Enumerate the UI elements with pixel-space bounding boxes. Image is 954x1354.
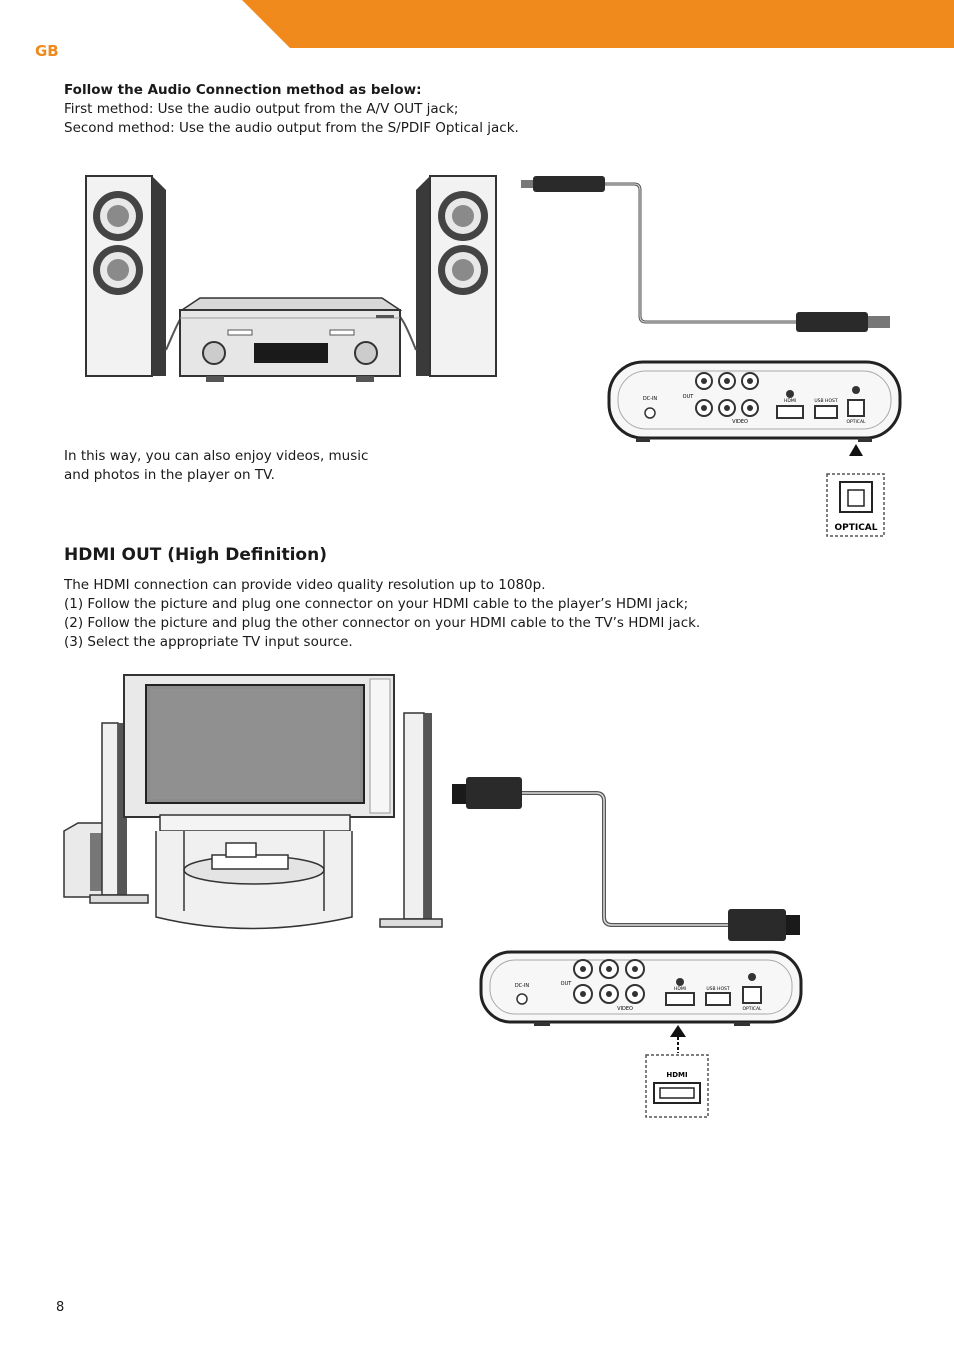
tv-stand	[155, 814, 353, 930]
hdmi-line-3: (3) Select the appropriate TV input sour…	[64, 634, 353, 650]
audio-connection-diagram: DC-IN OUT VIDEO HDMI USB HOST OPTICAL OP…	[85, 175, 902, 537]
player2-hdmi-label: HDMI	[674, 986, 686, 992]
optical-callout: OPTICAL	[826, 473, 885, 537]
optical-callout-label: OPTICAL	[834, 523, 877, 533]
player-out-label: OUT	[683, 394, 695, 400]
media-player-back: DC-IN OUT VIDEO HDMI USB HOST OPTICAL	[607, 360, 902, 442]
optical-cable	[521, 176, 890, 332]
audio-method-1: First method: Use the audio output from …	[64, 101, 459, 117]
player2-dc-in-label: DC-IN	[515, 983, 530, 989]
banner-shape	[242, 0, 954, 48]
television	[123, 674, 395, 818]
left-tower-speaker	[89, 722, 149, 904]
right-tower-speaker	[379, 712, 443, 928]
hdmi-callout-label: HDMI	[666, 1071, 687, 1079]
player2-optical-label: OPTICAL	[742, 1006, 762, 1012]
right-speaker	[416, 175, 497, 377]
hdmi-arrow	[670, 1025, 686, 1037]
player-video-label: VIDEO	[732, 419, 748, 425]
header-banner	[242, 0, 954, 48]
player-hdmi-label: HDMI	[784, 398, 796, 404]
optical-arrow	[849, 444, 863, 456]
audio-note-line-2: and photos in the player on TV.	[64, 467, 275, 483]
player2-out-label: OUT	[561, 981, 573, 987]
hdmi-instructions: The HDMI connection can provide video qu…	[64, 576, 700, 652]
player-optical-label: OPTICAL	[846, 419, 866, 425]
player2-video-label: VIDEO	[617, 1006, 633, 1012]
audio-heading: Follow the Audio Connection method as be…	[64, 82, 422, 98]
audio-note: In this way, you can also enjoy videos, …	[64, 447, 384, 485]
hdmi-line-1: (1) Follow the picture and plug one conn…	[64, 596, 689, 612]
hdmi-callout: HDMI	[645, 1054, 709, 1118]
player-usb-label: USB HOST	[814, 398, 837, 404]
hdmi-section-title: HDMI OUT (High Definition)	[64, 545, 327, 565]
player2-usb-label: USB HOST	[706, 986, 729, 992]
hdmi-connection-diagram: DC-IN OUT VIDEO HDMI USB HOST OPTICAL HD…	[63, 674, 803, 1118]
audio-intro: Follow the Audio Connection method as be…	[64, 81, 519, 138]
language-tag: GB	[35, 42, 59, 60]
audio-note-line-1: In this way, you can also enjoy videos, …	[64, 448, 369, 464]
player-dc-in-label: DC-IN	[643, 396, 658, 402]
hdmi-cable	[452, 777, 800, 941]
hdmi-line-2: (2) Follow the picture and plug the othe…	[64, 615, 701, 631]
hdmi-line-0: The HDMI connection can provide video qu…	[64, 577, 546, 593]
page-number: 8	[56, 1300, 65, 1315]
amplifier	[179, 297, 403, 382]
audio-method-2: Second method: Use the audio output from…	[64, 120, 519, 136]
media-player-back-hdmi: DC-IN OUT VIDEO HDMI USB HOST OPTICAL	[479, 950, 803, 1026]
left-speaker	[85, 175, 166, 377]
